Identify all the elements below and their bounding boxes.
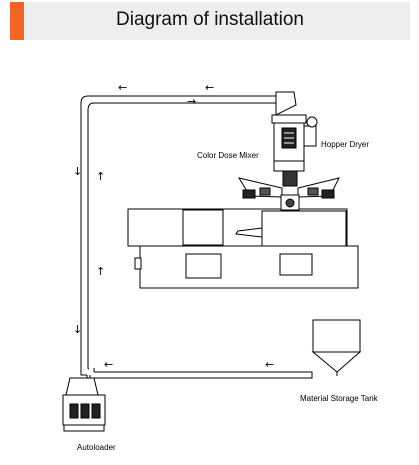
mixer-motor-left bbox=[242, 189, 256, 199]
injection-unit bbox=[261, 210, 347, 247]
hopper-dryer-top bbox=[271, 114, 307, 124]
hopper-dryer bbox=[271, 91, 318, 172]
color-dose-mixer bbox=[237, 170, 340, 211]
label-autoloader: Autoloader bbox=[77, 443, 116, 452]
arrow-left-top-2: ← bbox=[205, 81, 214, 94]
machine-side-tab bbox=[134, 257, 142, 270]
arrow-down-lower: ↓ bbox=[73, 323, 82, 336]
hopper-dryer-fan-icon bbox=[306, 116, 318, 128]
machine-base bbox=[139, 245, 359, 289]
arrow-left-bottom-2: ← bbox=[265, 358, 274, 371]
injection-molding-machine bbox=[127, 208, 359, 289]
conveying-pipe bbox=[80, 95, 313, 389]
header-bar: Diagram of installation bbox=[10, 2, 410, 40]
hopper-loader-cone bbox=[275, 91, 297, 116]
label-color-dose-mixer: Color Dose Mixer bbox=[197, 151, 259, 160]
arrow-left-top-1: ← bbox=[118, 81, 127, 94]
label-material-storage-tank: Material Storage Tank bbox=[300, 394, 379, 403]
mixer-throat-knob-icon bbox=[285, 198, 295, 208]
machine-window-lower-right bbox=[279, 253, 313, 276]
autoloader bbox=[62, 377, 106, 432]
arrow-up-lower: ↑ bbox=[96, 265, 105, 278]
arrow-down-upper: ↓ bbox=[73, 165, 82, 178]
page-title: Diagram of installation bbox=[116, 9, 304, 30]
arrow-right-top: → bbox=[187, 95, 196, 108]
machine-window-upper bbox=[182, 209, 224, 246]
arrow-up-upper: ↑ bbox=[96, 170, 105, 183]
hopper-dryer-blower bbox=[303, 125, 317, 147]
flow-arrows: ← ← → ↓ ↑ ↑ ↓ ← ← bbox=[73, 81, 274, 371]
mixer-motor-right bbox=[321, 189, 335, 199]
arrow-left-bottom-1: ← bbox=[104, 358, 113, 371]
material-storage-tank bbox=[311, 319, 362, 376]
machine-window-lower-left bbox=[185, 253, 222, 279]
autoloader-head bbox=[65, 377, 99, 396]
header-accent bbox=[10, 2, 24, 40]
label-hopper-dryer: Hopper Dryer bbox=[321, 140, 369, 149]
